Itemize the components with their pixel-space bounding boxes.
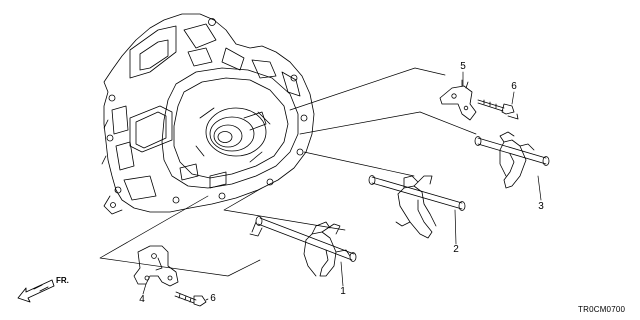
transmission-housing [101, 13, 315, 215]
callout-leaders [142, 71, 542, 301]
shift-fork-part-2 [368, 175, 466, 239]
shift-fork-part-1 [249, 216, 357, 277]
guide-lines [99, 67, 477, 277]
front-direction-arrow-icon [17, 279, 55, 303]
bolt-part-6-lower [174, 291, 207, 307]
shift-bracket-part-5 [439, 79, 477, 121]
diagram-code: TR0CM0700 [578, 305, 626, 314]
callout-3: 3 [538, 201, 544, 212]
callout-5: 5 [460, 61, 466, 72]
front-direction-label: FR. [56, 276, 69, 285]
callout-2: 2 [453, 244, 459, 255]
callout-6-lower: 6 [210, 293, 216, 304]
shift-bracket-part-4 [133, 245, 179, 287]
bolt-part-6-upper [477, 99, 519, 120]
shift-fork-part-3 [474, 131, 550, 189]
callout-4: 4 [139, 294, 145, 305]
callout-1: 1 [340, 286, 346, 297]
callout-6-upper: 6 [511, 81, 517, 92]
